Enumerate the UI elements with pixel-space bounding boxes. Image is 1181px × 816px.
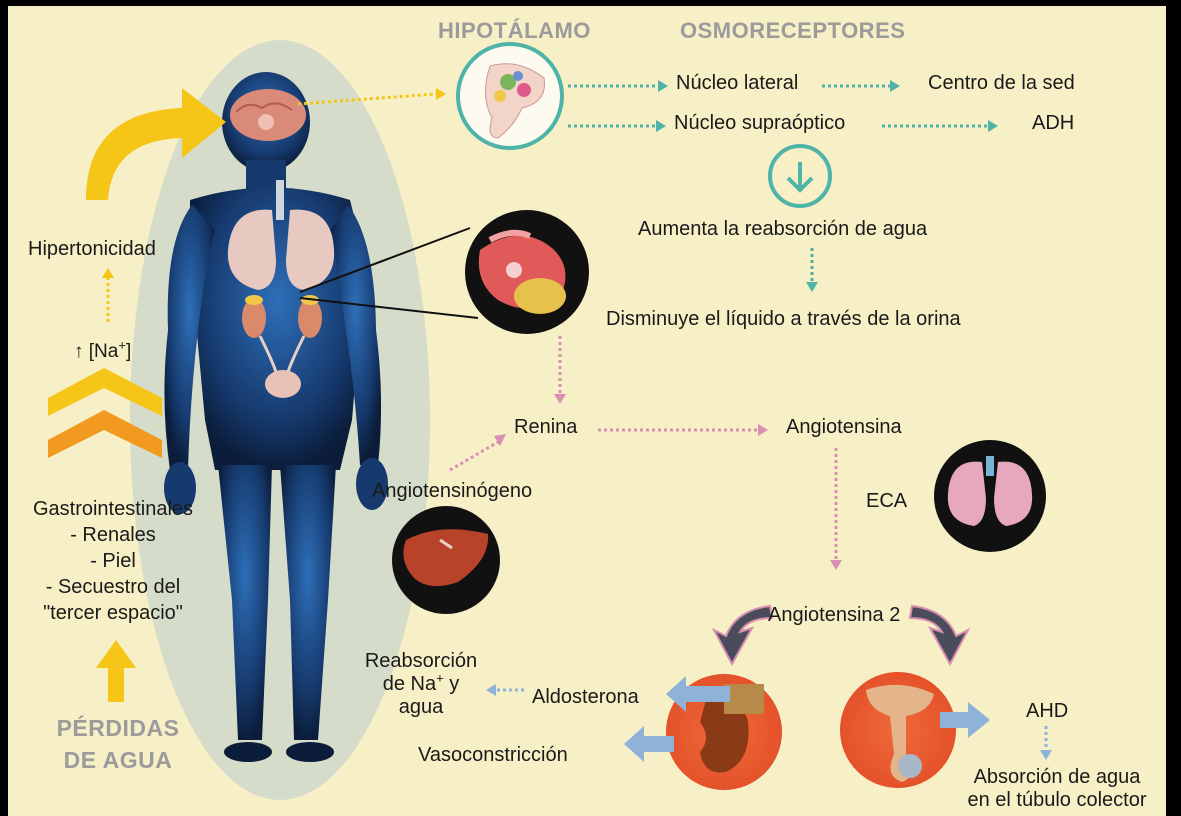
label-angiotensina: Angiotensina bbox=[786, 416, 902, 439]
na-superscript: + bbox=[118, 338, 126, 353]
label-nucleo-supraoptico: Núcleo supraóptico bbox=[674, 112, 845, 135]
header-perdidas: PÉRDIDAS DE AGUA bbox=[38, 712, 198, 776]
label-adh: ADH bbox=[1032, 112, 1074, 135]
label-angiotensinogeno: Angiotensinógeno bbox=[372, 480, 532, 503]
perdidas-line2: DE AGUA bbox=[38, 744, 198, 776]
label-centro-sed: Centro de la sed bbox=[928, 72, 1075, 95]
header-hipotalamo: HIPOTÁLAMO bbox=[438, 18, 591, 44]
lung-tissue-icon bbox=[465, 210, 589, 334]
na-text: ↑ [Na bbox=[74, 341, 118, 362]
reabsorcion-line3: agua bbox=[356, 696, 486, 719]
absorcion-line1: Absorción de agua bbox=[950, 766, 1164, 789]
reabsorcion-line2: de Na+ y bbox=[356, 673, 486, 696]
lungs-eca-icon bbox=[934, 440, 1046, 552]
label-nucleo-lateral: Núcleo lateral bbox=[676, 72, 798, 95]
label-absorcion: Absorción de agua en el túbulo colector bbox=[950, 766, 1164, 812]
na-close: ] bbox=[126, 341, 131, 362]
label-reabsorcion: Reabsorción de Na+ y agua bbox=[356, 650, 486, 719]
label-hipertonicidad: Hipertonicidad bbox=[28, 238, 156, 261]
label-ahd: AHD bbox=[1026, 700, 1068, 723]
perdidas-line1: PÉRDIDAS bbox=[38, 712, 198, 744]
reabsorcion-na: de Na bbox=[383, 673, 436, 695]
cause-item: "tercer espacio" bbox=[18, 600, 208, 626]
cause-item: - Renales bbox=[18, 522, 208, 548]
reabsorcion-line1: Reabsorción bbox=[356, 650, 486, 673]
cause-item: - Piel bbox=[18, 548, 208, 574]
pituitary-icon bbox=[840, 672, 956, 788]
brain-icon bbox=[230, 89, 306, 141]
label-eca: ECA bbox=[866, 490, 907, 513]
label-aumenta: Aumenta la reabsorción de agua bbox=[638, 218, 927, 241]
causes-list: Gastrointestinales - Renales - Piel - Se… bbox=[18, 496, 208, 626]
cause-item: - Secuestro del bbox=[18, 574, 208, 600]
label-angiotensina2: Angiotensina 2 bbox=[768, 604, 900, 627]
down-arrow-icon bbox=[770, 146, 830, 206]
label-renina: Renina bbox=[514, 416, 577, 439]
cause-item: Gastrointestinales bbox=[18, 496, 208, 522]
absorcion-line2: en el túbulo colector bbox=[950, 789, 1164, 812]
bladder-icon bbox=[265, 370, 301, 398]
liver-icon bbox=[392, 506, 500, 614]
reabsorcion-y: y bbox=[444, 673, 460, 695]
label-disminuye: Disminuye el líquido a través de la orin… bbox=[606, 308, 961, 331]
yellow-up-arrow bbox=[96, 640, 136, 702]
hypothalamus-icon bbox=[458, 44, 562, 148]
label-aldosterona: Aldosterona bbox=[532, 686, 639, 709]
reabsorcion-superscript: + bbox=[436, 670, 444, 685]
label-na-increase: ↑ [Na+] bbox=[74, 340, 131, 363]
label-vasoconstriccion: Vasoconstricción bbox=[418, 744, 568, 767]
header-osmoreceptores: OSMORECEPTORES bbox=[680, 18, 905, 44]
